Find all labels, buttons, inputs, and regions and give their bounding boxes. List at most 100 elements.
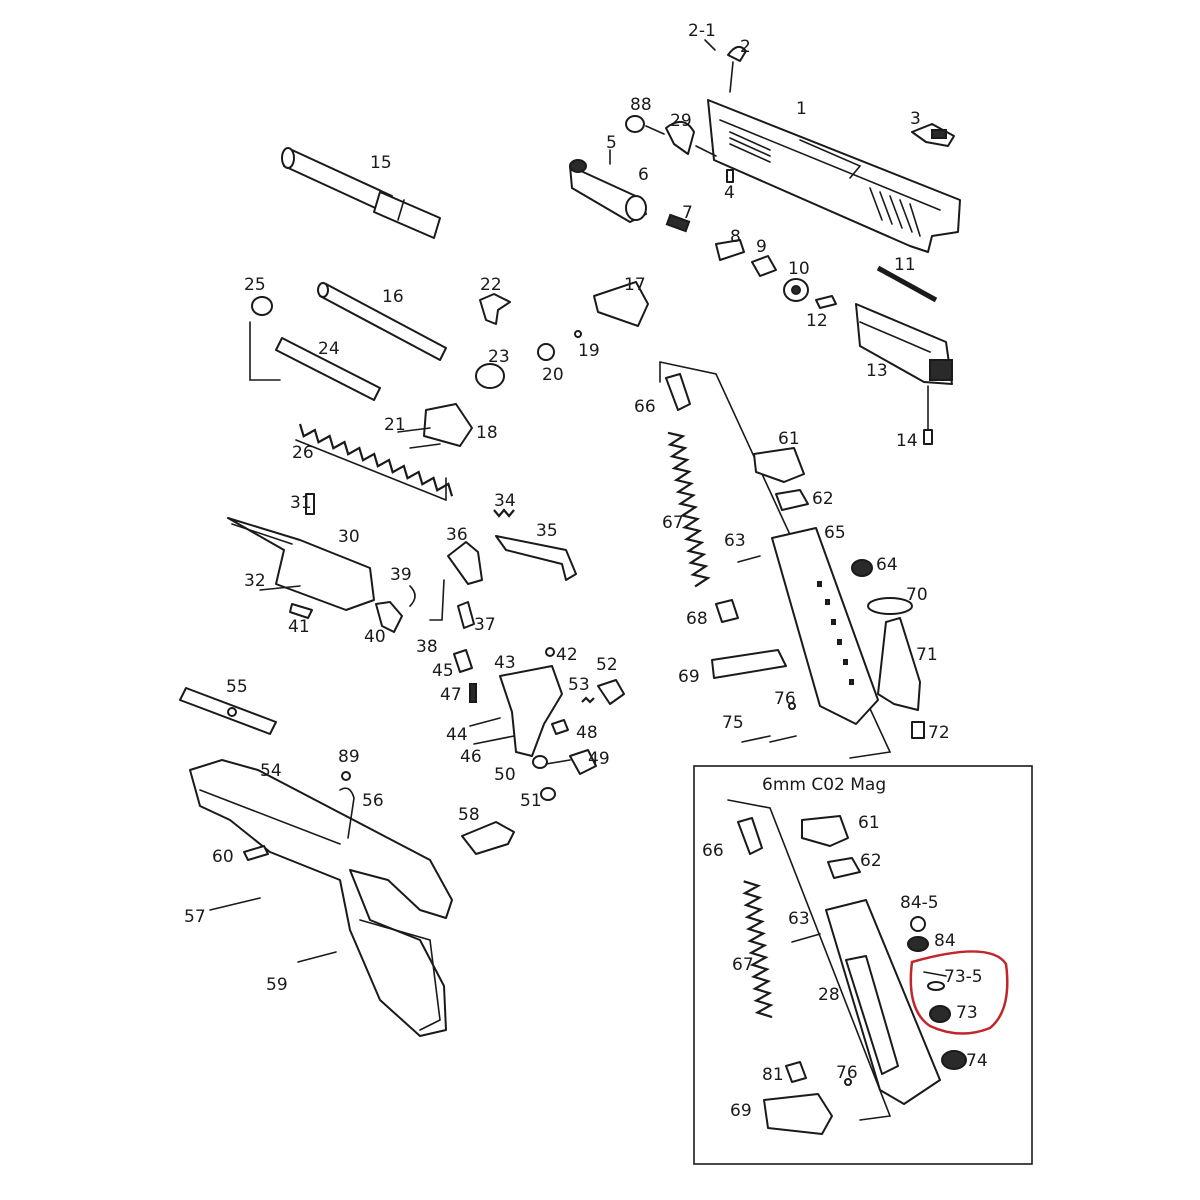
inset-part-74 <box>941 1050 967 1070</box>
part-25 <box>251 296 273 316</box>
inset-title: 6mm C02 Mag <box>762 775 886 795</box>
barrel-group <box>249 147 649 501</box>
label-21: 21 <box>384 415 406 435</box>
label-18: 18 <box>476 423 498 443</box>
part-24-guide-rod <box>275 337 381 401</box>
label-67: 67 <box>662 513 684 533</box>
part-30-rail <box>227 517 375 611</box>
label-65: 65 <box>824 523 846 543</box>
part-2-1-pin <box>704 39 716 51</box>
label-49: 49 <box>588 749 610 769</box>
label-52: 52 <box>596 655 618 675</box>
label-48: 48 <box>576 723 598 743</box>
slide-group <box>569 39 961 445</box>
part-38 <box>429 579 445 621</box>
part-11-rod <box>876 265 938 303</box>
part-61 <box>753 447 805 483</box>
label-69: 69 <box>678 667 700 687</box>
label-61: 61 <box>778 429 800 449</box>
part-31-screw <box>305 493 315 515</box>
part-8 <box>715 239 745 261</box>
inset-part-62 <box>827 857 861 879</box>
label-50: 50 <box>494 765 516 785</box>
part-7-spring <box>665 213 691 233</box>
inset-part-81 <box>785 1061 807 1083</box>
part-34-spring <box>493 508 515 518</box>
part-29 <box>665 121 695 155</box>
part-52 <box>597 679 625 705</box>
label-53: 53 <box>568 675 590 695</box>
label-47: 47 <box>440 685 462 705</box>
inset-label-73: 73 <box>956 1003 978 1023</box>
label-54: 54 <box>260 761 282 781</box>
part-70-oring <box>867 597 913 615</box>
inset-label-84-5: 84-5 <box>900 893 939 913</box>
inset-label-73-5: 73-5 <box>944 967 983 987</box>
inset-label-63: 63 <box>788 909 810 929</box>
part-89 <box>341 771 351 781</box>
inset-label-81: 81 <box>762 1065 784 1085</box>
part-18 <box>423 403 473 447</box>
label-25: 25 <box>244 275 266 295</box>
part-48 <box>551 719 569 735</box>
label-6: 6 <box>638 165 649 185</box>
label-15: 15 <box>370 153 392 173</box>
label-45: 45 <box>432 661 454 681</box>
label-58: 58 <box>458 805 480 825</box>
part-88-oring <box>625 115 645 133</box>
part-23 <box>475 363 505 389</box>
label-63: 63 <box>724 531 746 551</box>
label-35: 35 <box>536 521 558 541</box>
part-labels: 2-1 2 1 3 88 29 5 6 4 7 8 9 10 11 12 13 … <box>184 21 988 1121</box>
label-39: 39 <box>390 565 412 585</box>
part-65-magazine-body <box>771 527 879 725</box>
part-19 <box>574 330 582 338</box>
label-23: 23 <box>488 347 510 367</box>
part-50 <box>532 755 548 769</box>
inset-frame <box>693 765 1033 1165</box>
label-13: 13 <box>866 361 888 381</box>
inset-label-66: 66 <box>702 841 724 861</box>
inset-part-84 <box>907 936 929 952</box>
part-4-screw <box>726 169 734 183</box>
slide-ports <box>729 131 771 163</box>
label-55: 55 <box>226 677 248 697</box>
label-17: 17 <box>624 275 646 295</box>
label-60: 60 <box>212 847 234 867</box>
part-46-pin <box>473 735 515 745</box>
part-57-pin <box>209 897 261 911</box>
part-40 <box>375 601 403 633</box>
label-36: 36 <box>446 525 468 545</box>
highlight-circle <box>909 950 1009 1035</box>
frame-group <box>189 759 515 1037</box>
part-12-screw <box>815 295 837 309</box>
inset-label-62: 62 <box>860 851 882 871</box>
label-89: 89 <box>338 747 360 767</box>
label-2: 2 <box>740 37 751 57</box>
inset-part-76 <box>844 1078 852 1086</box>
label-59: 59 <box>266 975 288 995</box>
label-57: 57 <box>184 907 206 927</box>
label-76: 76 <box>774 689 796 709</box>
inset-label-84: 84 <box>934 931 956 951</box>
label-62: 62 <box>812 489 834 509</box>
part-66 <box>665 373 691 411</box>
part-1-slide <box>707 99 961 253</box>
part-69-base-plate <box>711 649 787 679</box>
part-49 <box>569 749 597 775</box>
part-2 <box>727 45 747 62</box>
label-14: 14 <box>896 431 918 451</box>
inset-part-61 <box>801 815 849 847</box>
label-34: 34 <box>494 491 516 511</box>
label-12: 12 <box>806 311 828 331</box>
label-30: 30 <box>338 527 360 547</box>
part-43-housing <box>499 665 563 757</box>
part-54-frame <box>189 759 453 1037</box>
inset-label-76: 76 <box>836 1063 858 1083</box>
part-75-pin <box>741 735 771 743</box>
inset-label-28: 28 <box>818 985 840 1005</box>
label-2-1: 2-1 <box>688 21 716 41</box>
part-56 <box>339 787 355 839</box>
part-37 <box>457 601 475 629</box>
trigger-group <box>179 493 625 801</box>
